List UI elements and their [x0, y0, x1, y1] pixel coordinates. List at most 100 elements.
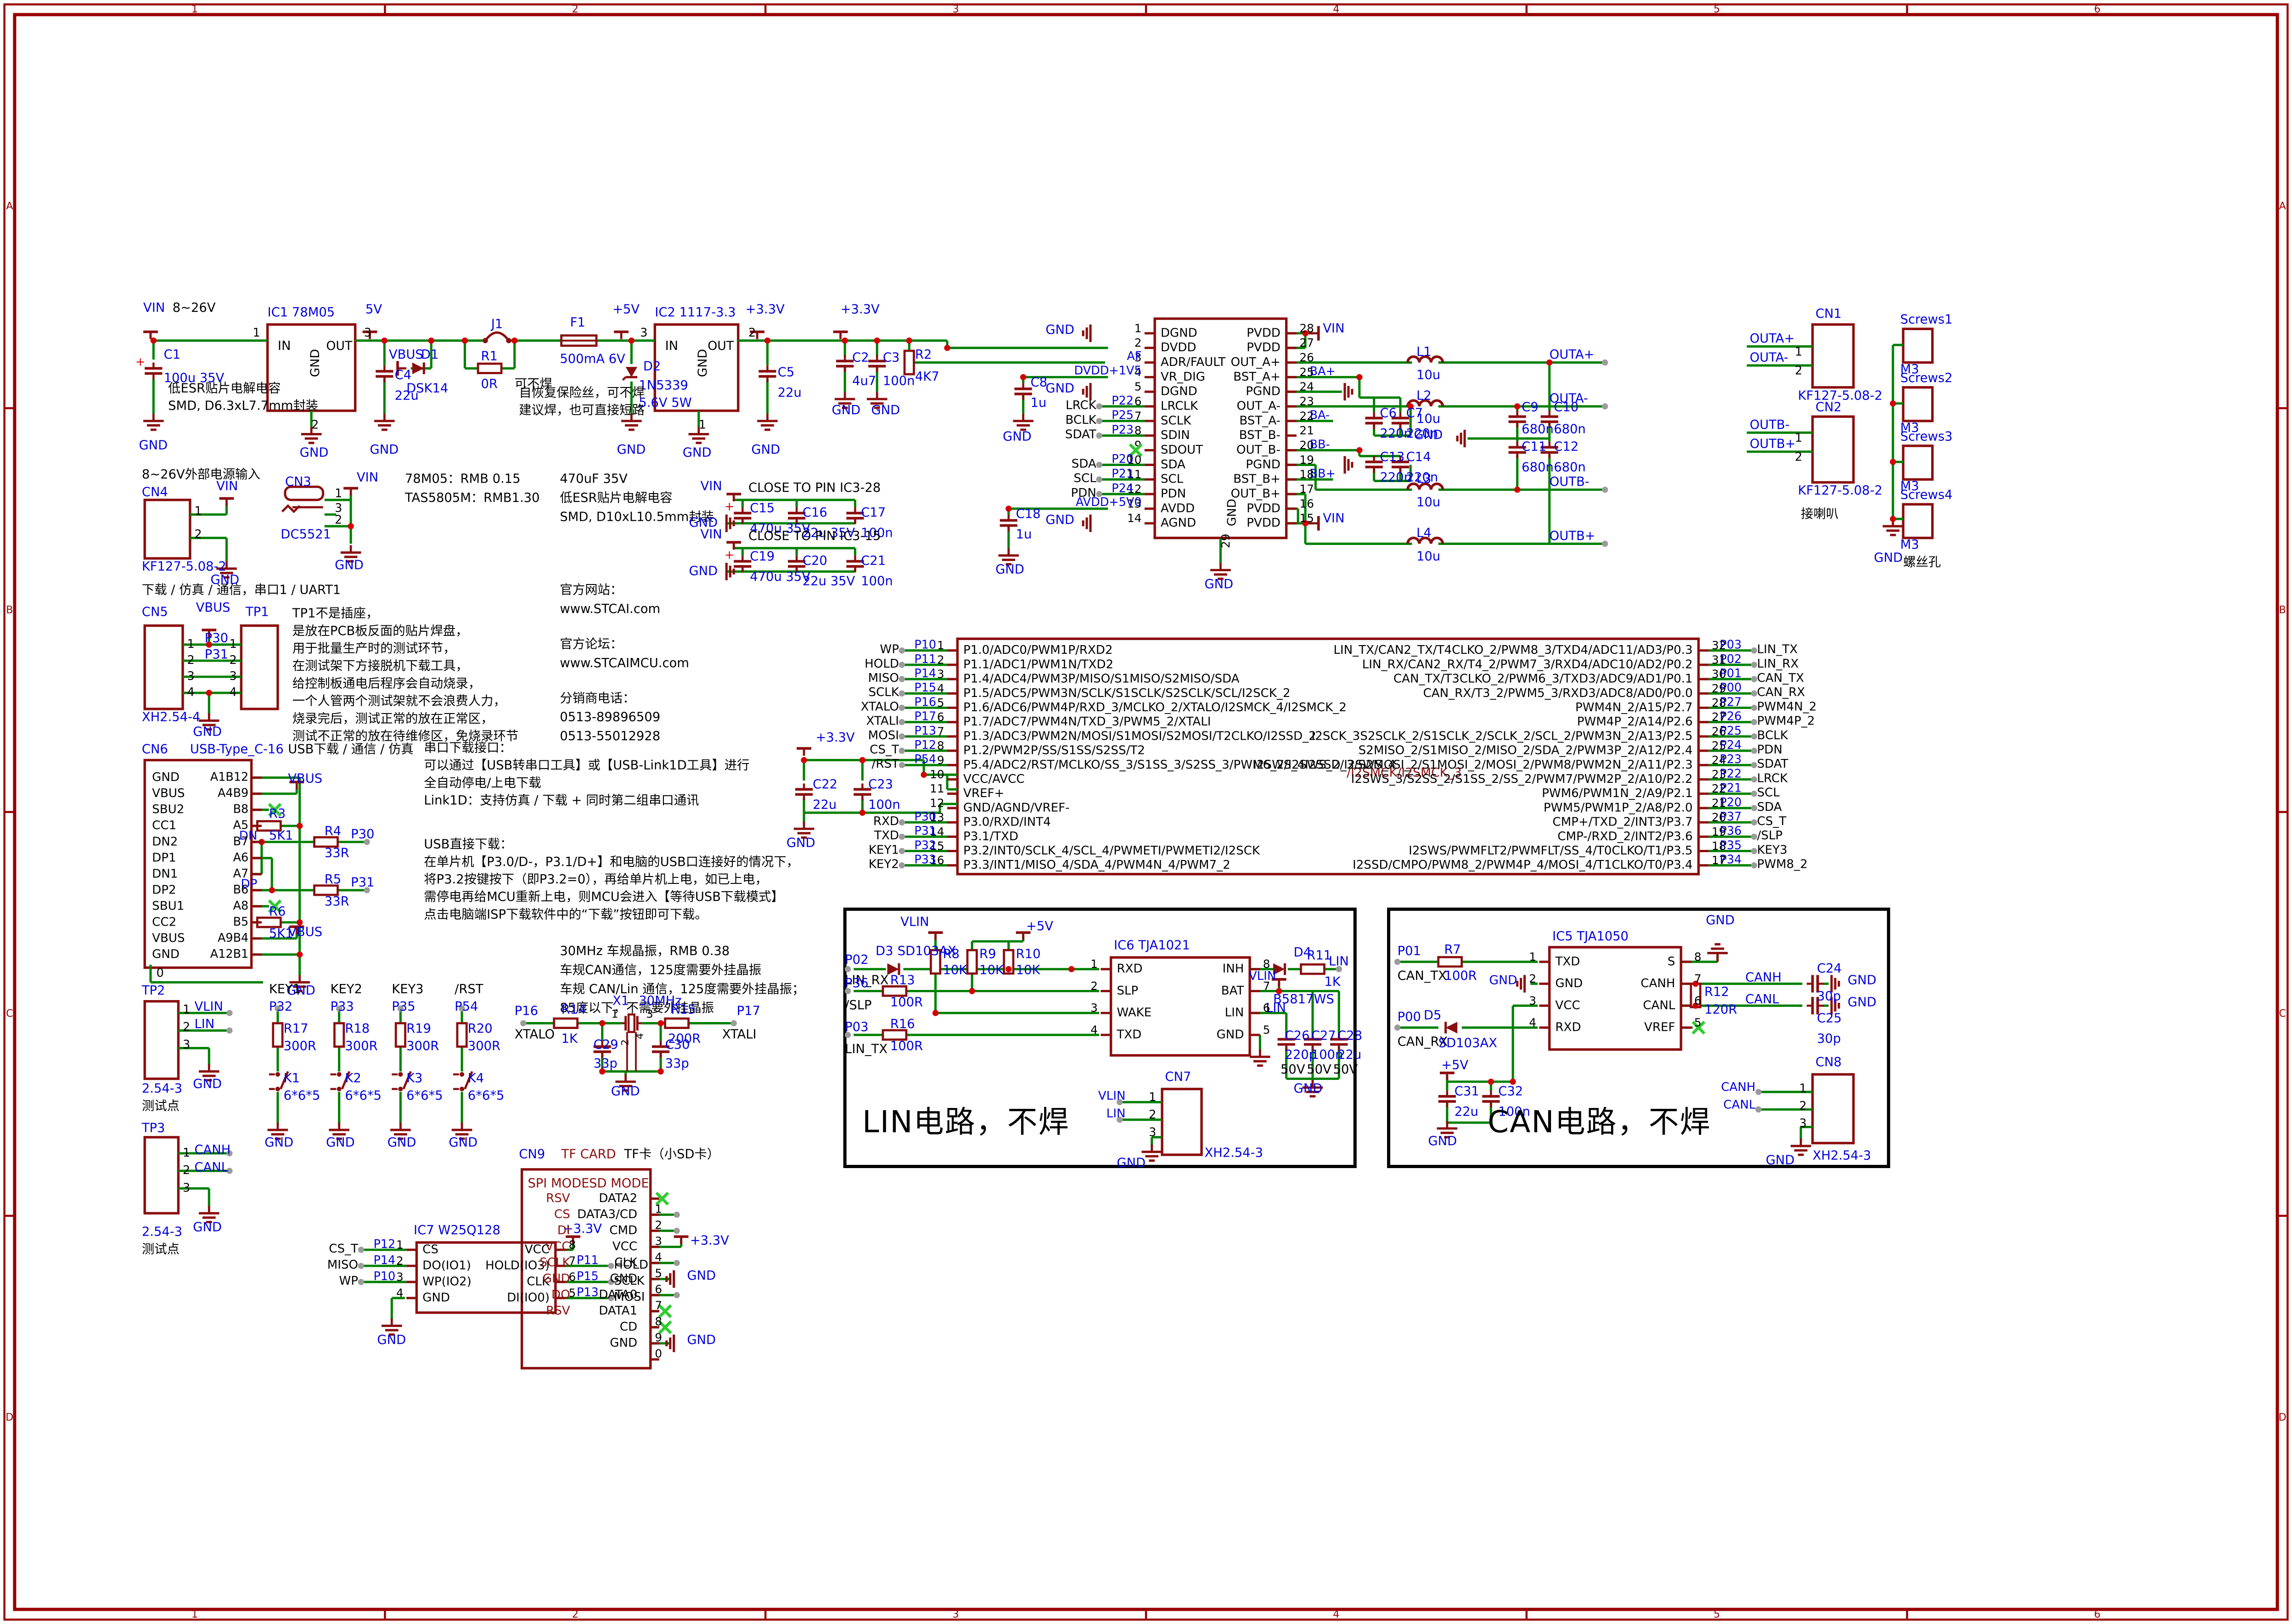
label: 2: [1799, 1099, 1807, 1113]
label: 200R: [668, 1032, 701, 1046]
label: GND: [689, 516, 718, 530]
label: 3: [335, 501, 342, 515]
lin-circuit-caption: LIN电路，不焊: [862, 1104, 1070, 1140]
label: C8: [1030, 376, 1047, 390]
label: R17: [284, 1022, 309, 1036]
net-name: SDA: [1072, 457, 1096, 471]
pin-name: VBUS: [152, 931, 185, 945]
label: 100u 35V: [164, 371, 225, 385]
resistor-icon: [456, 1022, 468, 1048]
label: 2: [194, 528, 202, 541]
label: 30p: [1817, 1032, 1841, 1046]
net-name: SDAT: [1757, 757, 1789, 771]
pin-pad: [226, 1168, 233, 1174]
pin-number: 7: [1694, 972, 1702, 985]
border-row-label: D: [6, 1411, 13, 1423]
no-connect-icon: [655, 1191, 669, 1206]
pin-name: P3.0/RXD/INT4: [963, 815, 1051, 829]
spi-mode-label: CS: [554, 1208, 570, 1221]
label: 50V: [1281, 1062, 1305, 1077]
label: GND: [617, 443, 646, 457]
net-label: P21: [1720, 781, 1742, 795]
pin-name: GND: [1216, 1028, 1244, 1042]
net-label: P27: [1720, 695, 1742, 709]
label: VIN: [700, 528, 722, 542]
pin-number: 8: [1263, 957, 1270, 971]
pin-pad: [899, 819, 905, 826]
pin-id: A7: [233, 867, 249, 881]
label: C19: [750, 549, 775, 563]
label: 烧录完后，测试正常的放在正常区，: [292, 712, 494, 726]
label: 低ESR贴片电解电容: [560, 491, 672, 505]
label: 1: [1795, 345, 1802, 359]
label: 120R: [1704, 1002, 1737, 1017]
label: XTALI: [722, 1028, 757, 1042]
label: 1: [253, 326, 260, 340]
pin-name: BST_B-: [1239, 428, 1281, 442]
pin-name: ADR/FAULT: [1161, 355, 1226, 369]
label: 100n: [861, 574, 893, 589]
label: 在单片机【P3.0/D-，P3.1/D+】和电脑的USB口连接好的情况下，: [424, 855, 799, 869]
label: 680n: [1554, 422, 1586, 436]
label: GND: [1706, 913, 1735, 927]
label: P30: [205, 631, 228, 646]
pin-name: PGND: [1246, 458, 1281, 472]
label: 100n: [1498, 1105, 1530, 1119]
label: 10K: [943, 963, 967, 977]
net-label: P24: [1112, 482, 1134, 495]
pin-id: A4B9: [218, 787, 248, 800]
switch-icon: [341, 1071, 351, 1090]
label: 可以通过【USB转串口工具】或【USB-Link1D工具】进行: [424, 759, 749, 773]
pin-name: PWM5/PWM1P_2/A8/P2.0: [1544, 801, 1693, 815]
label: R7: [1444, 943, 1461, 957]
pin-number: 17: [1299, 483, 1314, 496]
pin-number: 4: [1135, 365, 1142, 379]
label: C23: [868, 777, 893, 792]
label: C16: [803, 506, 827, 520]
label: 一个人管两个测试架就不会浪费人力，: [292, 694, 506, 708]
label: 用于批量生产时的测试环节，: [292, 641, 456, 656]
border-outer: [3, 3, 2289, 1621]
label: GND: [377, 1333, 406, 1347]
net-name: SCL: [1757, 786, 1780, 800]
label: 0513-55012928: [560, 729, 660, 743]
no-connect-icon: [658, 1304, 672, 1318]
junction-dot: [348, 523, 354, 529]
label: P36: [845, 976, 868, 990]
pin-pad: [1751, 733, 1758, 740]
label: VBUS: [389, 348, 423, 362]
junction-dot: [599, 1020, 606, 1027]
pin-pad: [1751, 862, 1758, 869]
label: GND: [1045, 513, 1074, 527]
net-name: MISO: [327, 1258, 358, 1272]
label: 测试点: [142, 1242, 180, 1256]
pin-pad: [459, 1006, 465, 1012]
label: 33p: [665, 1056, 689, 1071]
label: VIN: [143, 301, 165, 315]
pin-pad: [1751, 676, 1758, 682]
pin-name: P3.2/INT0/SCLK_4/SCL_4/PWMETI/PWMETI2/I2…: [963, 844, 1260, 858]
label: C21: [861, 554, 886, 568]
resistor-icon: [272, 1022, 284, 1048]
label: IN: [665, 339, 679, 353]
zener-icon: [622, 376, 627, 381]
label: CANL: [194, 1160, 228, 1174]
pin-pad: [1751, 805, 1758, 811]
label: XTALO: [515, 1028, 555, 1042]
inductor-icon: [1406, 482, 1444, 490]
pin-name: P1.3/ADC3/PWM2N/MOSI/S1MOSI/S2MOSI/T2CLK…: [963, 729, 1316, 743]
net-label: P32: [914, 838, 936, 852]
net-label: P13: [914, 724, 936, 738]
pin-name: TXD: [1116, 1028, 1141, 1042]
label: VIN: [216, 479, 238, 494]
label: GND: [1848, 995, 1876, 1009]
label: R2: [915, 348, 932, 362]
label: VBUS: [288, 925, 322, 939]
pin-name: DN2: [152, 835, 178, 849]
sd-mode-label: DATA0: [599, 1288, 637, 1302]
label: LIN: [1329, 954, 1349, 968]
pin-pad: [226, 1027, 233, 1034]
pin-name: LRCLK: [1161, 399, 1198, 413]
junction-dot: [657, 1020, 664, 1027]
sd-mode-label: DATA1: [599, 1304, 637, 1318]
